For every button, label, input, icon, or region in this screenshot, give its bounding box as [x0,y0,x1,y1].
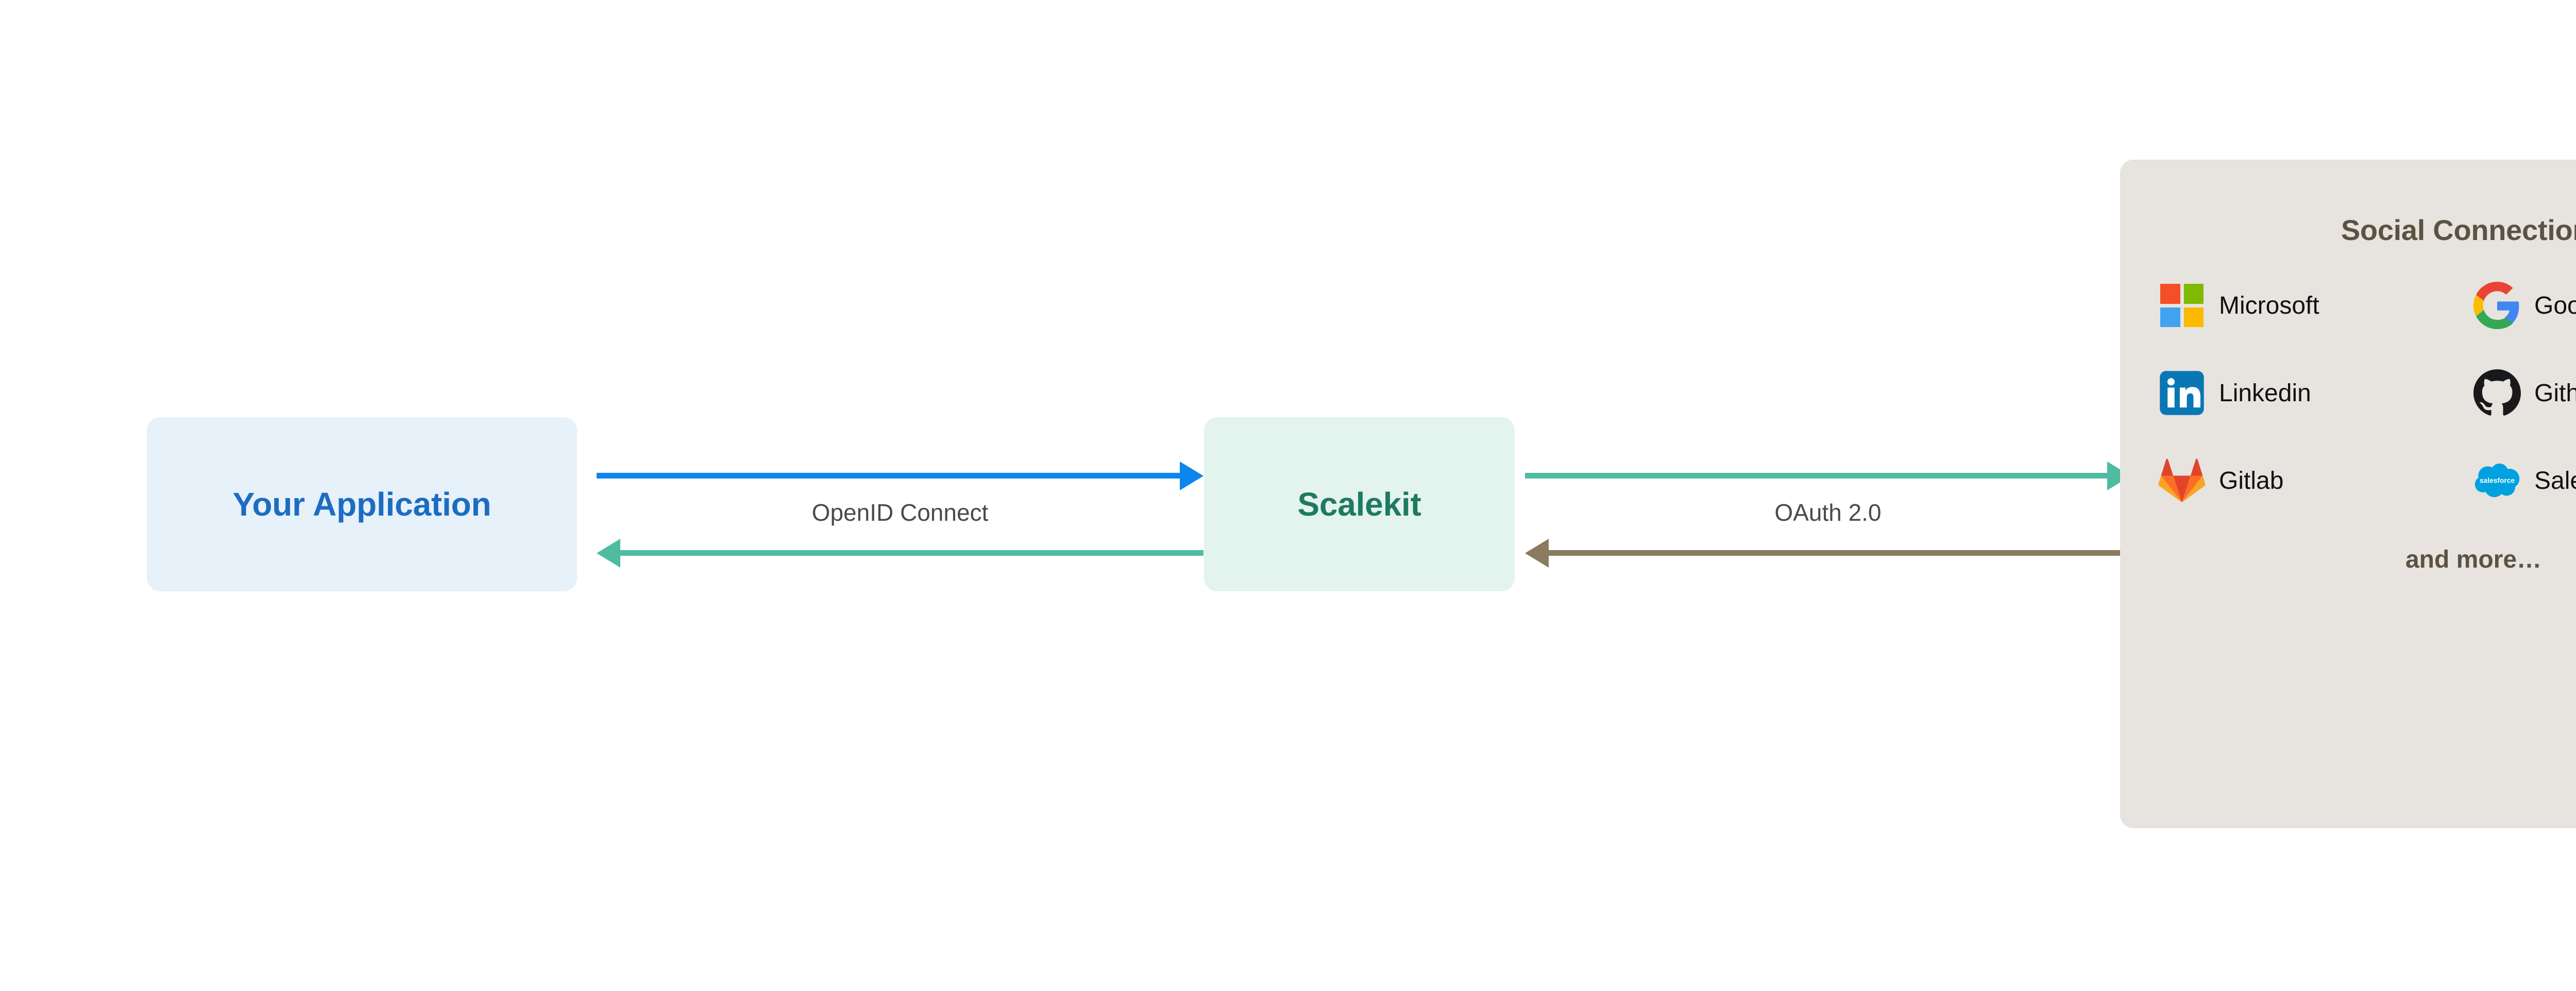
arrow-head-left-icon [1525,539,1549,568]
provider-label: Google [2534,292,2576,319]
arrow-head-right-icon [1180,462,1204,490]
arrow-shaft [597,473,1180,479]
provider-item-gitlab[interactable]: Gitlab [2158,454,2473,507]
arrow-shaft [1549,550,2131,556]
gitlab-icon [2158,457,2206,504]
provider-label: Salesforce [2534,467,2576,494]
provider-label: Microsoft [2219,292,2319,319]
linkedin-icon [2158,369,2206,417]
arrow-shaft [620,550,1204,556]
edge-label-openid-connect: OpenID Connect [811,499,989,526]
provider-label: Linkedin [2219,379,2311,407]
github-icon [2473,369,2521,417]
provider-item-google[interactable]: Google [2473,279,2576,332]
arrow-head-left-icon [597,539,620,568]
provider-item-linkedin[interactable]: Linkedin [2158,366,2473,420]
google-icon [2473,282,2521,329]
node-your-application-label: Your Application [232,486,492,523]
provider-label: Github [2534,379,2576,407]
provider-item-github[interactable]: Github [2473,366,2576,420]
provider-grid: Microsoft Google [2120,279,2576,507]
node-your-application[interactable]: Your Application [147,417,577,591]
social-connections-title: Social Connections [2341,214,2576,246]
salesforce-icon: salesforce [2473,457,2521,504]
social-connections-panel: Social Connections Microsoft [2120,160,2576,828]
microsoft-icon [2158,282,2206,329]
provider-label: Gitlab [2219,467,2284,494]
and-more-label: and more… [2405,546,2542,573]
provider-item-salesforce[interactable]: salesforce Salesforce [2473,454,2576,507]
node-scalekit-label: Scalekit [1297,486,1421,523]
svg-text:salesforce: salesforce [2480,477,2515,485]
arrow-shaft [1525,473,2107,479]
provider-item-microsoft[interactable]: Microsoft [2158,279,2473,332]
node-scalekit[interactable]: Scalekit [1204,417,1515,591]
edge-label-oauth2: OAuth 2.0 [1774,499,1882,526]
